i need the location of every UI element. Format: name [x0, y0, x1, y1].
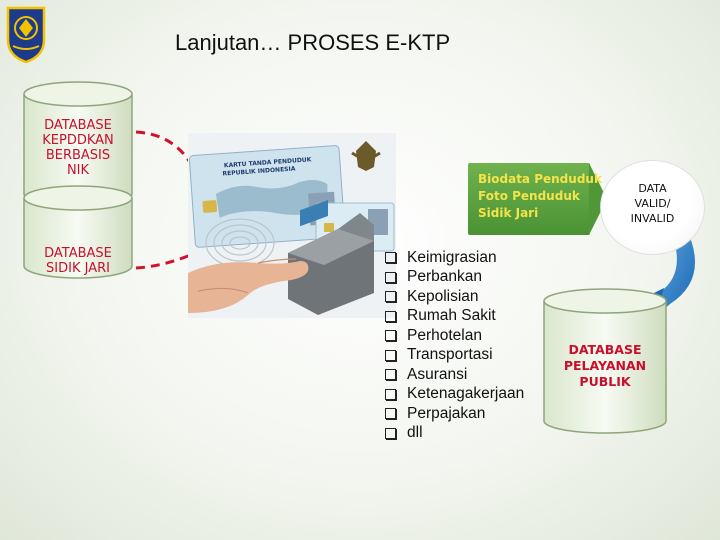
database-pelayanan-publik: DATABASE PELAYANAN PUBLIK — [542, 287, 668, 435]
list-item: Kepolisian — [384, 287, 524, 307]
list-item: Transportasi — [384, 346, 524, 366]
checkbox-bullet-icon — [385, 272, 396, 283]
checkbox-bullet-icon — [385, 311, 396, 322]
biodata-line-biodata: Biodata Penduduk — [478, 171, 618, 188]
list-item: dll — [384, 424, 524, 444]
list-item: Ketenagakerjaan — [384, 385, 524, 405]
checkbox-bullet-icon — [385, 428, 396, 439]
data-valid-circle: DATA VALID/ INVALID — [600, 160, 705, 255]
list-item: Keimigrasian — [384, 248, 524, 268]
list-item: Rumah Sakit — [384, 307, 524, 327]
slide-title: Lanjutan… PROSES E-KTP — [175, 30, 450, 56]
database-sidik-jari-label: DATABASE SIDIK JARI — [22, 246, 134, 276]
checkbox-bullet-icon — [385, 291, 396, 302]
checkbox-bullet-icon — [385, 330, 396, 341]
database-kependudukan-label: DATABASE KEPDDKAN BERBASIS NIK — [22, 118, 134, 178]
checkbox-bullet-icon — [385, 252, 396, 263]
database-sidik-jari: DATABASE SIDIK JARI — [22, 184, 134, 280]
list-item: Perpajakan — [384, 404, 524, 424]
checkbox-bullet-icon — [385, 350, 396, 361]
database-pelayanan-publik-label: DATABASE PELAYANAN PUBLIK — [542, 342, 668, 390]
service-list: Keimigrasian Perbankan Kepolisian Rumah … — [384, 248, 524, 443]
list-item: Perhotelan — [384, 326, 524, 346]
list-item: Perbankan — [384, 268, 524, 288]
ektp-scanner-photo: KARTU TANDA PENDUDUK REPUBLIK INDONESIA — [188, 133, 396, 318]
list-item: Asuransi — [384, 365, 524, 385]
logo — [4, 2, 48, 64]
checkbox-bullet-icon — [385, 408, 396, 419]
checkbox-bullet-icon — [385, 389, 396, 400]
checkbox-bullet-icon — [385, 369, 396, 380]
